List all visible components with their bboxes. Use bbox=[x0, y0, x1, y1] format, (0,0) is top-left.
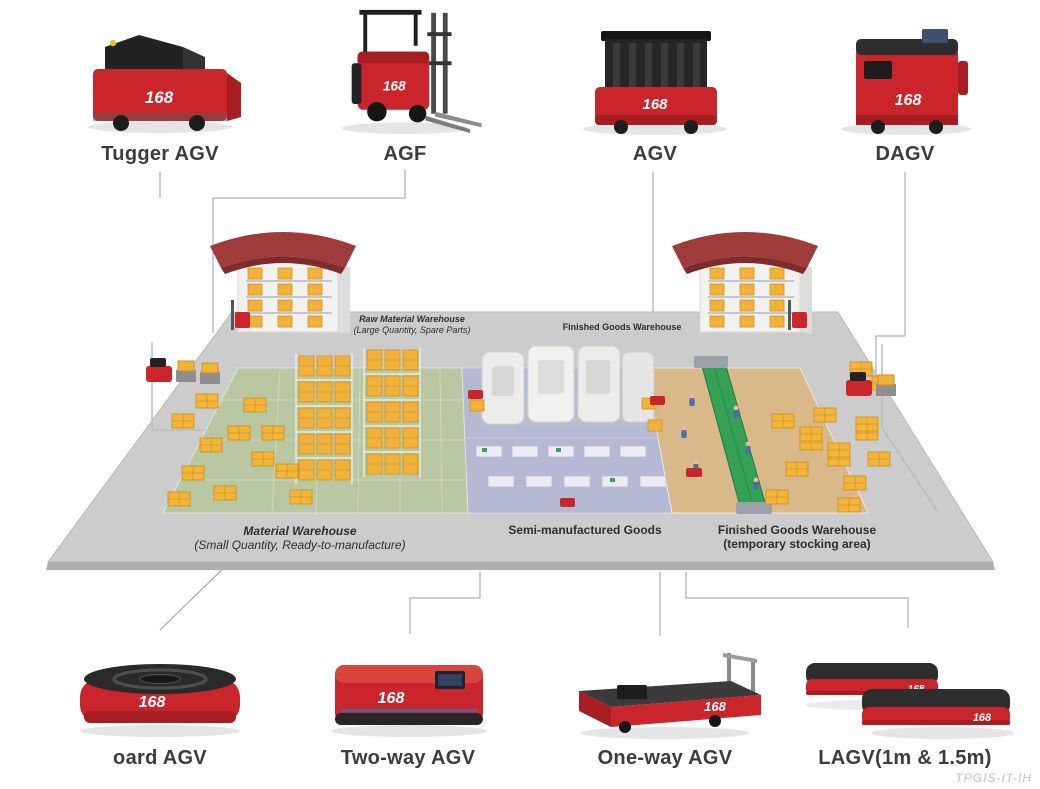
production-machines bbox=[469, 345, 663, 432]
label-material-1: Material Warehouse bbox=[243, 524, 356, 538]
handle-rail bbox=[727, 653, 731, 687]
one-way-agv-label: One-way AGV bbox=[597, 747, 733, 769]
brand-logo: 168 bbox=[377, 690, 404, 707]
brand-logo: 168 bbox=[383, 78, 406, 93]
zone-finished-goods bbox=[644, 367, 869, 514]
connector-lines bbox=[159, 170, 909, 636]
dagv-figure: 168 DAGV bbox=[815, 6, 995, 166]
agf-figure: 168 AGF bbox=[315, 6, 495, 166]
one-way-agv-figure: 168 One-way AGV bbox=[565, 624, 765, 770]
lagv-image: 168 168 bbox=[804, 663, 1013, 739]
raw-material-building bbox=[210, 232, 356, 334]
one-way-agv-image: 168 bbox=[579, 653, 761, 739]
label-raw-material-2: (Large Quantity, Spare Parts) bbox=[354, 325, 471, 335]
dagv-label: DAGV bbox=[875, 143, 935, 165]
scene-vehicles bbox=[146, 300, 896, 507]
connector-dagv bbox=[875, 172, 906, 388]
agv-image: 168 bbox=[582, 31, 727, 135]
connector-agf bbox=[212, 170, 406, 333]
fork-tines bbox=[435, 111, 482, 128]
agv-label: AGV bbox=[632, 143, 678, 165]
two-way-agv-label: Two-way AGV bbox=[340, 747, 476, 769]
watermark: TPGIS-IT-IH bbox=[955, 771, 1032, 785]
pallets-finished-zone bbox=[765, 361, 895, 513]
conveyor-belt bbox=[681, 356, 772, 514]
zone-semi-manufactured bbox=[461, 367, 673, 514]
agv-figure: 168 AGV bbox=[560, 6, 750, 166]
brand-logo: 168 bbox=[139, 694, 166, 711]
zone-material-warehouse bbox=[162, 367, 469, 514]
label-finished-back: Finished Goods Warehouse bbox=[563, 322, 682, 332]
agf-image: 168 bbox=[341, 9, 482, 135]
brand-logo: 168 bbox=[145, 88, 174, 107]
dagv-image: 168 bbox=[840, 29, 971, 135]
brand-logo: 168 bbox=[894, 92, 921, 109]
zone-labels: Raw Material Warehouse (Large Quantity, … bbox=[194, 314, 876, 552]
lagv-figure: 168 168 LAGV(1m & 1.5m) bbox=[795, 624, 1015, 770]
tugger-agv-figure: 168 Tugger AGV bbox=[55, 6, 265, 166]
brand-logo: 168 bbox=[972, 712, 991, 724]
label-raw-material-1: Raw Material Warehouse bbox=[359, 314, 465, 324]
beacon-light-icon bbox=[109, 39, 117, 47]
two-way-agv-figure: 168 Two-way AGV bbox=[310, 624, 506, 770]
two-way-agv-image: 168 bbox=[330, 665, 487, 737]
board-agv-image: 168 bbox=[80, 664, 240, 737]
left-roof bbox=[210, 232, 356, 268]
brand-logo: 168 bbox=[704, 699, 726, 714]
brand-logo: 168 bbox=[642, 96, 668, 113]
finished-goods-building bbox=[672, 232, 818, 334]
connector-lagv bbox=[685, 572, 909, 628]
board-agv-figure: 168 oard AGV bbox=[60, 624, 260, 770]
pallets-material-zone bbox=[167, 393, 313, 507]
label-finished-front-2: (temporary stocking area) bbox=[723, 537, 870, 551]
connector-board bbox=[159, 555, 237, 631]
work-tables bbox=[475, 445, 667, 488]
label-semi-manufactured: Semi-manufactured Goods bbox=[508, 523, 662, 537]
right-roof bbox=[672, 232, 818, 268]
board-agv-label: oard AGV bbox=[113, 747, 207, 769]
lagv-label: LAGV(1m & 1.5m) bbox=[818, 747, 992, 769]
factory-platform bbox=[46, 311, 995, 570]
agf-label: AGF bbox=[383, 143, 427, 165]
lidar-strip bbox=[340, 709, 477, 712]
storage-racks bbox=[295, 348, 421, 484]
tugger-agv-image: 168 bbox=[88, 35, 241, 133]
tugger-agv-label: Tugger AGV bbox=[101, 143, 219, 165]
control-screen bbox=[921, 29, 948, 43]
label-material-2: (Small Quantity, Ready-to-manufacture) bbox=[194, 538, 405, 552]
label-finished-front-1: Finished Goods Warehouse bbox=[718, 523, 877, 537]
